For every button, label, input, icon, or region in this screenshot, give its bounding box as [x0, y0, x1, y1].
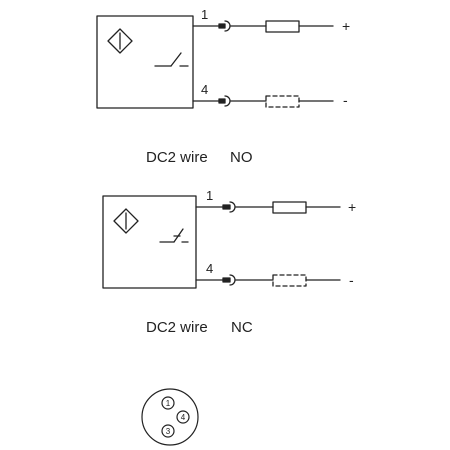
- connector-pin-4: [176, 410, 190, 424]
- connector-pinout-icon: [141, 388, 199, 446]
- no-load-resistor-icon: [265, 20, 300, 33]
- no-pin-4-terminal: [218, 98, 226, 104]
- no-pin-1-terminal: [218, 23, 226, 29]
- nc-switch-contact-icon: [159, 228, 189, 243]
- no-wire-4: [192, 95, 334, 108]
- nc-caption-type: DC2 wire: [146, 319, 208, 336]
- nc-pin-4-socket-icon: [229, 274, 236, 286]
- nc-sensor-body: [102, 195, 197, 289]
- connector-outline: [141, 388, 199, 446]
- nc-pin-4-label: 4: [206, 261, 213, 276]
- nc-alt-load-dashed-icon: [272, 274, 307, 287]
- nc-load-resistor-icon: [272, 201, 307, 214]
- no-wire-1: [192, 20, 334, 33]
- no-caption-mode: NO: [230, 149, 253, 166]
- no-pin-4-socket-icon: [224, 95, 231, 107]
- no-wiring-diagram: [96, 15, 334, 109]
- no-caption-type: DC2 wire: [146, 149, 208, 166]
- nc-pin-4-terminal: [222, 277, 231, 283]
- connector-pin-1: [161, 396, 175, 410]
- no-sensor-body: [96, 15, 194, 109]
- no-pin-4-label: 4: [201, 82, 208, 97]
- nc-pin-1-label: 1: [206, 188, 213, 203]
- nc-wire-4: [195, 274, 341, 287]
- connector-pin-4-label: 4: [181, 413, 186, 422]
- connector-pin-3-label: 3: [166, 427, 171, 436]
- no-plus-label: +: [342, 18, 350, 34]
- no-pin-1-socket-icon: [224, 20, 231, 32]
- nc-minus-label: -: [349, 272, 354, 288]
- nc-plus-label: +: [348, 199, 356, 215]
- nc-wire-1: [195, 201, 341, 214]
- no-alt-load-dashed-icon: [265, 95, 300, 108]
- nc-pin-1-socket-icon: [229, 201, 236, 213]
- no-minus-label: -: [343, 92, 348, 108]
- nc-pin-1-terminal: [222, 204, 231, 210]
- connector-pin-3: [161, 424, 175, 438]
- nc-sensor-symbol-icon: [113, 208, 139, 234]
- no-pin-1-label: 1: [201, 7, 208, 22]
- connector-pin-1-label: 1: [166, 399, 171, 408]
- nc-wiring-diagram: [102, 195, 341, 289]
- no-switch-contact-icon: [154, 52, 189, 67]
- nc-caption-mode: NC: [231, 319, 253, 336]
- no-sensor-symbol-icon: [107, 28, 133, 54]
